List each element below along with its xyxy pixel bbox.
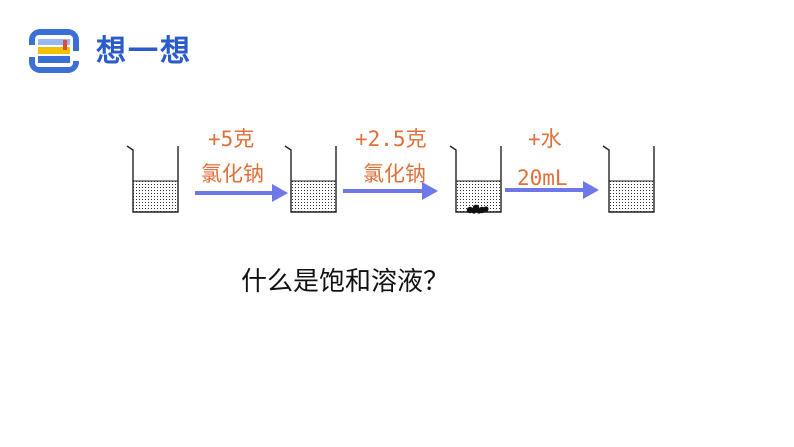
arrow-2 bbox=[343, 182, 438, 200]
arrow-3 bbox=[505, 181, 599, 199]
question-text: 什么是饱和溶液？ bbox=[241, 267, 450, 297]
beaker-1 bbox=[126, 145, 179, 213]
step-2-substance: 氯化钠 bbox=[363, 162, 426, 186]
page-title: 想一想 bbox=[96, 34, 192, 69]
arrow-1 bbox=[195, 184, 288, 202]
step-2-amount: +2.5克 bbox=[355, 127, 427, 151]
beaker-4 bbox=[602, 145, 655, 213]
undissolved-solid bbox=[466, 204, 489, 214]
beaker-2 bbox=[284, 145, 337, 213]
step-1-amount: +5克 bbox=[208, 127, 255, 151]
step-1-substance: 氯化钠 bbox=[201, 162, 264, 186]
step-3-volume: 20mL bbox=[517, 166, 568, 190]
beaker-3 bbox=[449, 145, 502, 214]
step-3-amount: +水 bbox=[528, 127, 562, 151]
book-stack-icon bbox=[27, 29, 81, 73]
